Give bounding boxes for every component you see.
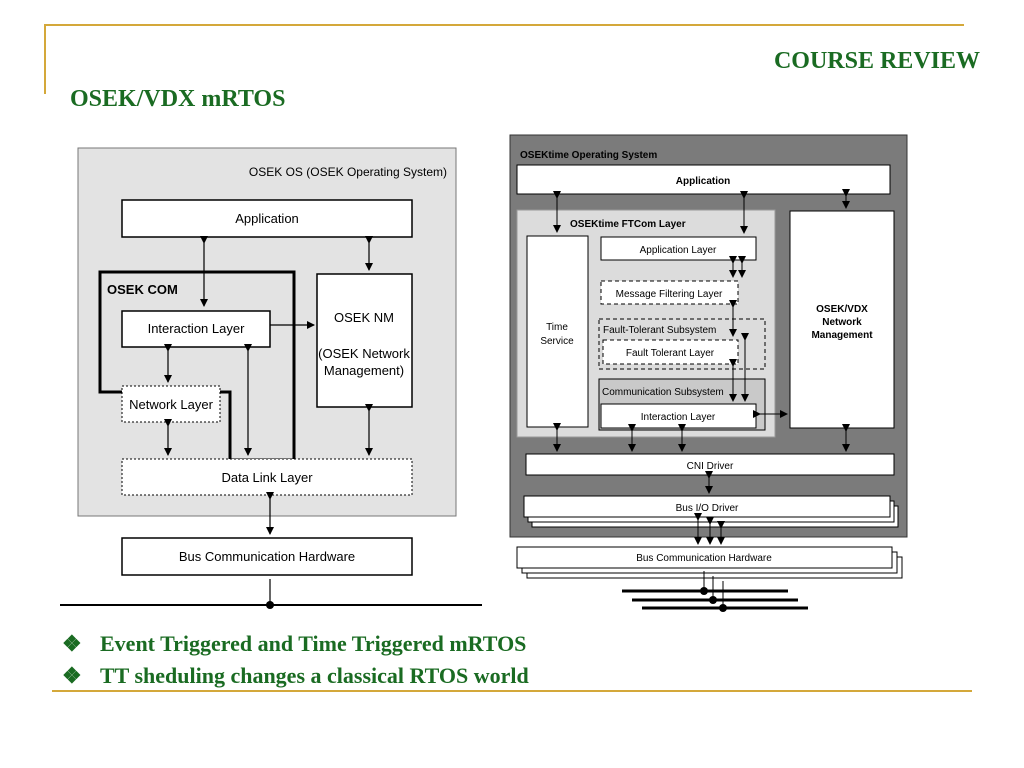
left-arrows (164, 236, 373, 602)
course-label: COURSE REVIEW (773, 48, 980, 74)
bullet-text-1: Event Triggered and Time Triggered mRTOS (100, 631, 527, 656)
application-layer-box (600, 236, 757, 261)
cni-driver-label: CNI Driver (687, 461, 734, 472)
time-service-box (526, 235, 589, 428)
right-bus-hw-box (516, 546, 893, 569)
osek-vdx-nm-line3: Management (811, 330, 873, 341)
frame-top-rule (44, 24, 964, 26)
ft-layer-label: Fault Tolerant Layer (626, 348, 715, 359)
ft-layer-box (602, 339, 739, 365)
ft-subsystem-box (598, 318, 766, 370)
time-service-line2: Service (540, 336, 574, 347)
right-bus-hw-label: Bus Communication Hardware (636, 553, 772, 564)
network-layer-box (121, 385, 221, 423)
osek-nm-box (316, 273, 413, 408)
bus-io-driver-label: Bus I/O Driver (676, 503, 739, 514)
bullet-text-2: TT sheduling changes a classical RTOS wo… (100, 663, 529, 688)
comm-subsystem-label: Communication Subsystem (602, 387, 724, 398)
diamond-bullet-icon: ❖ (62, 631, 82, 656)
right-application-box (516, 164, 891, 195)
left-interaction-layer-box (121, 310, 271, 348)
osek-nm-line2: (OSEK Network (318, 346, 410, 361)
osek-vdx-nm-line1: OSEK/VDX (816, 304, 868, 315)
data-link-layer-label: Data Link Layer (221, 470, 313, 485)
left-application-box (121, 199, 413, 238)
osektime-os-label: OSEKtime Operating System (520, 150, 657, 161)
frame-left-rule (44, 24, 46, 94)
bullet-list: ❖ Event Triggered and Time Triggered mRTO… (62, 628, 529, 692)
left-interaction-layer-label: Interaction Layer (148, 321, 246, 336)
right-bus-lines (622, 587, 808, 612)
time-service-line1: Time (546, 322, 568, 333)
right-diagram: OSEKtime Operating System Application OS… (509, 134, 908, 612)
osek-os-label: OSEK OS (OSEK Operating System) (249, 165, 447, 179)
left-bus-hw-label: Bus Communication Hardware (179, 549, 355, 564)
ftcom-layer-label: OSEKtime FTCom Layer (570, 219, 686, 230)
osek-nm-line3: Management) (324, 363, 404, 378)
left-bus-node (266, 601, 274, 609)
bullet-item-2: ❖ TT sheduling changes a classical RTOS w… (62, 660, 529, 692)
application-layer-label: Application Layer (640, 245, 717, 256)
osek-nm-line1: OSEK NM (334, 310, 394, 325)
left-diagram: OSEK OS (OSEK Operating System) Applicat… (60, 147, 482, 609)
message-filtering-layer-label: Message Filtering Layer (616, 289, 723, 300)
slide-title: OSEK/VDX mRTOS (70, 86, 286, 112)
diamond-bullet-icon: ❖ (62, 663, 82, 688)
frame-bottom-rule (52, 690, 972, 692)
data-link-layer-box (121, 458, 413, 496)
left-application-label: Application (235, 211, 299, 226)
osek-com-label: OSEK COM (107, 282, 178, 297)
right-arrows (553, 189, 850, 607)
message-filtering-layer-box (600, 280, 739, 305)
bullet-item-1: ❖ Event Triggered and Time Triggered mRTO… (62, 628, 529, 660)
osek-vdx-nm-line2: Network (822, 317, 862, 328)
right-application-label: Application (676, 176, 730, 187)
network-layer-label: Network Layer (129, 397, 213, 412)
right-interaction-layer-label: Interaction Layer (641, 412, 716, 423)
left-bus-hw-box (121, 537, 413, 576)
ft-subsystem-label: Fault-Tolerant Subsystem (603, 325, 716, 336)
